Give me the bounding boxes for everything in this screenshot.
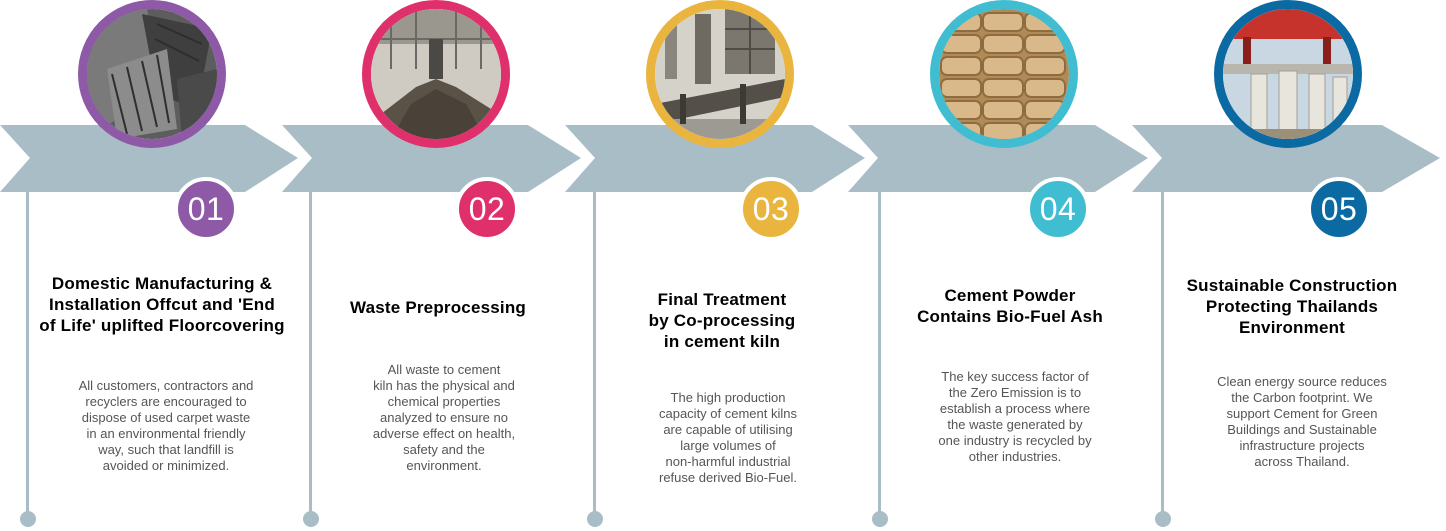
step-2: 02 Waste Preprocessing All waste to ceme… (292, 0, 578, 531)
step-number: 04 (1039, 190, 1077, 227)
step-description-line: All waste to cement (387, 362, 501, 377)
step-description-line: one industry is recycled by (938, 433, 1092, 448)
chevron-2 (282, 125, 581, 192)
step-1: 01 Domestic Manufacturing & Installation… (8, 0, 294, 531)
step-number: 03 (752, 190, 790, 227)
step-description-line: establish a process where (939, 401, 1091, 416)
step-description-line: across Thailand. (1254, 454, 1350, 469)
step-description-line: recyclers are encouraged to (85, 394, 247, 409)
timeline-dot (872, 511, 888, 527)
step-title-line: Protecting Thailands (1205, 297, 1379, 316)
step-title: Final Treatment by Co-processing in ceme… (592, 289, 852, 352)
step-4: 04 Cement Powder Contains Bio-Fuel Ash T… (860, 0, 1146, 531)
step-description: The key success factor of the Zero Emiss… (915, 369, 1115, 465)
step-description-line: All customers, contractors and (78, 378, 254, 393)
step-title-line: Installation Offcut and 'End (49, 295, 275, 314)
step-title-line: Domestic Manufacturing & (51, 274, 273, 293)
step-title-line: by Co-processing (648, 311, 796, 330)
step-title: Cement Powder Contains Bio-Fuel Ash (880, 285, 1140, 327)
step-number: 02 (468, 190, 506, 227)
step-description-line: infrastructure projects (1239, 438, 1365, 453)
step-number-badge: 01 (174, 177, 238, 241)
step-number: 01 (187, 190, 225, 227)
step-description-line: dispose of used carpet waste (81, 410, 251, 425)
step-description-line: support Cement for Green (1226, 406, 1378, 421)
step-description-line: safety and the (403, 442, 485, 457)
step-title: Waste Preprocessing (308, 297, 568, 318)
timeline-line (878, 190, 881, 520)
step-5: 05 Sustainable Construction Protecting T… (1144, 0, 1430, 531)
step-description-line: chemical properties (387, 394, 501, 409)
step-title: Domestic Manufacturing & Installation Of… (32, 273, 292, 336)
cement-kiln-photo (646, 0, 794, 148)
step-description-line: The key success factor of (941, 369, 1089, 384)
step-description-line: avoided or minimized. (102, 458, 230, 473)
step-description: Clean energy source reduces the Carbon f… (1192, 374, 1412, 470)
timeline-line (309, 190, 312, 520)
timeline-dot (20, 511, 36, 527)
step-title-line: Final Treatment (657, 290, 787, 309)
step-number-badge: 04 (1026, 177, 1090, 241)
construction-site-photo (1214, 0, 1362, 148)
step-title-line: Cement Powder (944, 286, 1076, 305)
step-description-line: The high production (670, 390, 786, 405)
step-description-line: other industries. (968, 449, 1062, 464)
timeline-line (593, 190, 596, 520)
step-description-line: way, such that landfill is (98, 442, 234, 457)
step-description-line: are capable of utilising (663, 422, 793, 437)
step-number-badge: 03 (739, 177, 803, 241)
step-description-line: analyzed to ensure no (380, 410, 508, 425)
step-description-line: Clean energy source reduces (1217, 374, 1387, 389)
step-number-badge: 02 (455, 177, 519, 241)
step-description-line: the waste generated by (947, 417, 1083, 432)
carpet-offcuts-photo (78, 0, 226, 148)
step-title-line: in cement kiln (663, 332, 781, 351)
step-description: All waste to cement kiln has the physica… (344, 362, 544, 474)
step-title: Sustainable Construction Protecting Thai… (1162, 275, 1422, 338)
step-title-line: Sustainable Construction (1186, 276, 1398, 295)
waste-pile-photo (362, 0, 510, 148)
step-description-line: Buildings and Sustainable (1227, 422, 1377, 437)
step-description-line: in an environmental friendly (86, 426, 246, 441)
step-title-line: Environment (1238, 318, 1346, 337)
chevron-3 (565, 125, 865, 192)
step-description-line: capacity of cement kilns (658, 406, 797, 421)
step-description-line: kiln has the physical and (373, 378, 515, 393)
chevron-4 (848, 125, 1148, 192)
step-description-line: the Zero Emission is to (948, 385, 1082, 400)
step-number: 05 (1320, 190, 1358, 227)
timeline-line (26, 190, 29, 520)
timeline-dot (587, 511, 603, 527)
timeline-line (1161, 190, 1164, 520)
step-description-line: refuse derived Bio-Fuel. (658, 470, 797, 485)
chevron-1 (0, 125, 298, 192)
step-title-line: of Life' uplifted Floorcovering (39, 316, 285, 335)
step-description-line: adverse effect on health, (372, 426, 516, 441)
step-title-line: Waste Preprocessing (349, 298, 527, 317)
step-description-line: the Carbon footprint. We (1231, 390, 1373, 405)
timeline-dot (1155, 511, 1171, 527)
step-description: All customers, contractors and recyclers… (46, 378, 286, 474)
chevron-5 (1132, 125, 1440, 192)
step-description: The high production capacity of cement k… (628, 390, 828, 486)
timeline-dot (303, 511, 319, 527)
step-description-line: environment. (406, 458, 482, 473)
cement-bags-photo (930, 0, 1078, 148)
step-title-line: Contains Bio-Fuel Ash (917, 307, 1103, 326)
step-description-line: non-harmful industrial (665, 454, 791, 469)
step-description-line: large volumes of (680, 438, 776, 453)
step-3: 03 Final Treatment by Co-processing in c… (576, 0, 862, 531)
step-number-badge: 05 (1307, 177, 1371, 241)
